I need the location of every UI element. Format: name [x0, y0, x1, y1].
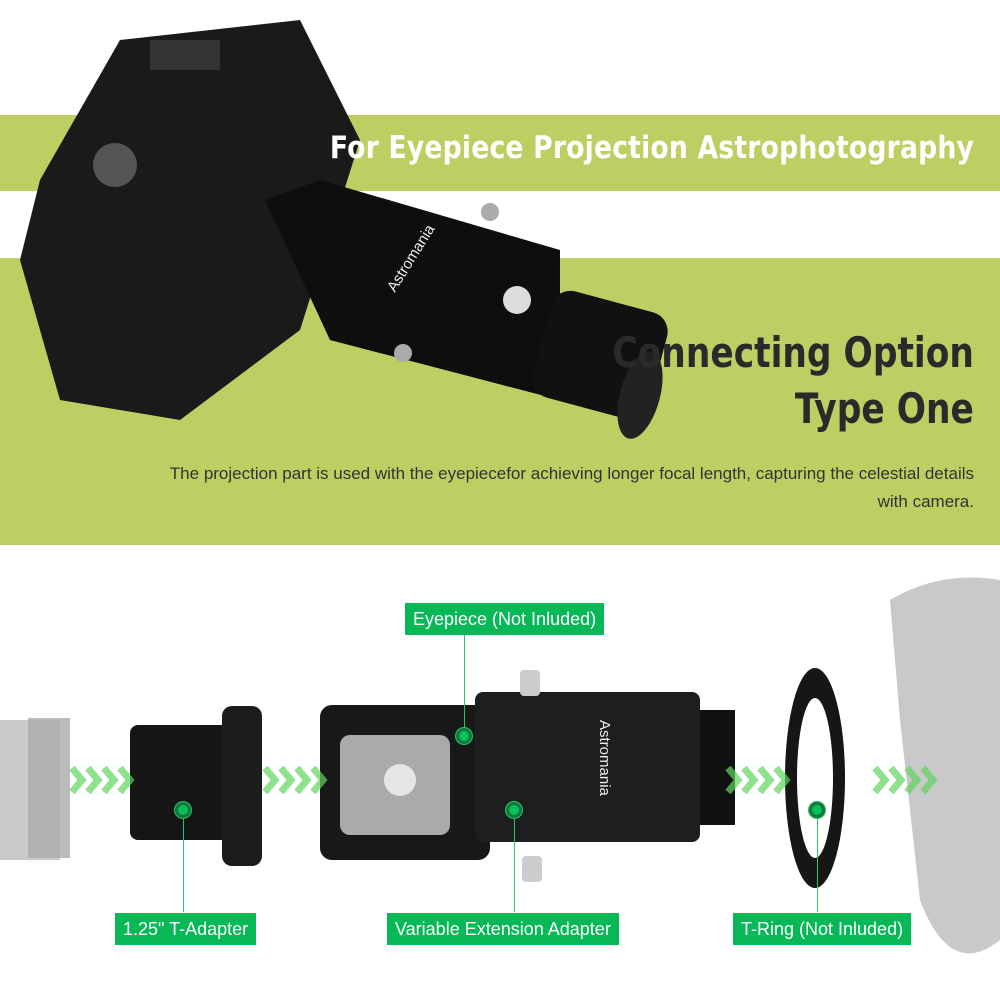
callout-t-ring: T-Ring (Not Inluded) — [733, 913, 912, 945]
camera-with-adapter-image: Astromania — [20, 20, 668, 439]
headline: For Eyepiece Projection Astrophotography — [329, 130, 974, 166]
page-title: Connecting Option Type One — [612, 325, 974, 437]
title-line-2: Type One — [794, 384, 974, 433]
callout-dot-eyepiece — [459, 731, 469, 741]
title-line-1: Connecting Option — [612, 328, 974, 377]
callout-eyepiece: Eyepiece (Not Inluded) — [405, 603, 605, 635]
exploded-parts-image: Astromania — [0, 577, 1000, 954]
callout-dot-t-adapter — [178, 805, 188, 815]
callout-dot-extension-adapter — [509, 805, 519, 815]
callout-line-extension-adapter — [514, 810, 515, 912]
brand-logo-bottom: Astromania — [596, 720, 613, 797]
callout-line-t-ring — [817, 810, 818, 912]
callout-t-adapter: 1.25" T-Adapter — [115, 913, 257, 945]
callout-dot-t-ring — [812, 805, 822, 815]
description: The projection part is used with the eye… — [169, 464, 974, 511]
flow-arrows — [69, 765, 938, 795]
callout-line-t-adapter — [183, 810, 184, 912]
callout-line-eyepiece — [464, 634, 465, 734]
callout-extension-adapter: Variable Extension Adapter — [387, 913, 619, 945]
